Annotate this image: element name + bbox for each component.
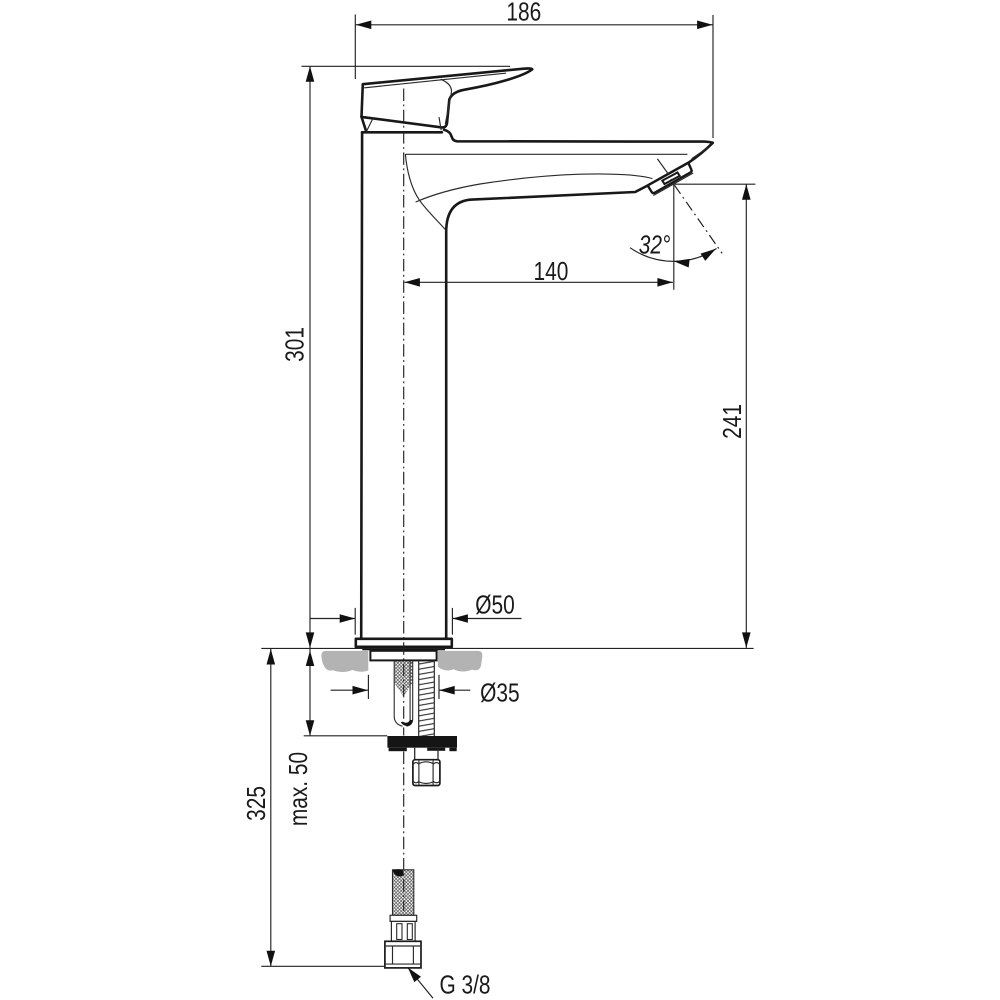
svg-text:241: 241	[718, 404, 746, 439]
svg-text:140: 140	[533, 257, 568, 285]
svg-text:186: 186	[506, 0, 541, 26]
svg-text:32°: 32°	[639, 231, 671, 259]
svg-text:max. 50: max. 50	[284, 752, 312, 826]
svg-text:Ø35: Ø35	[480, 679, 519, 707]
svg-text:G 3/8: G 3/8	[439, 970, 490, 998]
svg-text:301: 301	[281, 327, 309, 362]
svg-text:Ø50: Ø50	[475, 590, 515, 618]
svg-text:325: 325	[242, 786, 270, 821]
